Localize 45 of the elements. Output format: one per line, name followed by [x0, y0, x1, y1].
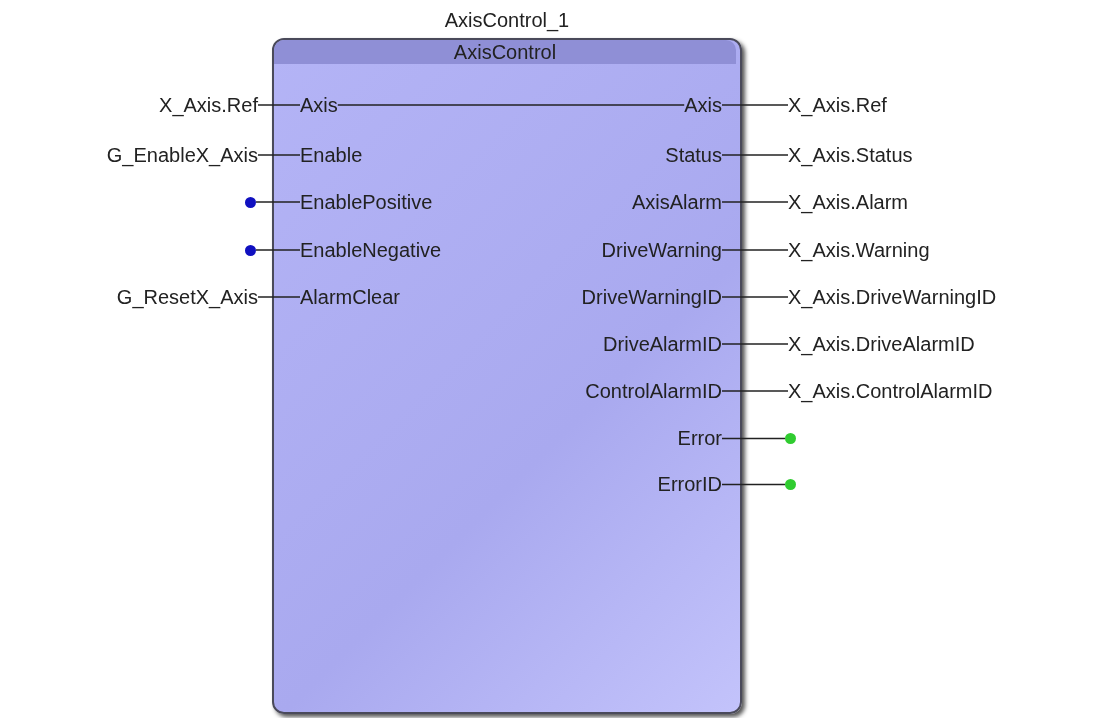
variable-name: G_ResetX_Axis [116, 285, 258, 309]
pin-label: ErrorID [657, 472, 722, 496]
connector-line [721, 249, 789, 251]
pin-label: Axis [300, 93, 338, 117]
variable-name: G_EnableX_Axis [106, 143, 258, 167]
connection-dot [785, 433, 796, 444]
connection-dot [785, 479, 796, 490]
connector-line [255, 249, 301, 251]
connector-line [721, 201, 789, 203]
pin-label: EnablePositive [300, 190, 433, 214]
variable-name: X_Axis.Status [788, 143, 913, 167]
variable-name: X_Axis.DriveWarningID [788, 285, 997, 309]
connector-line [721, 154, 789, 156]
pin-label: DriveWarningID [581, 285, 722, 309]
connection-dot [245, 197, 256, 208]
connector-line [257, 104, 301, 106]
connector-line [257, 154, 301, 156]
pin-label: DriveAlarmID [603, 332, 722, 356]
connector-line [721, 483, 786, 486]
connection-dot [245, 245, 256, 256]
connector-line [721, 390, 789, 392]
connector-line [721, 104, 789, 106]
pin-label: AxisAlarm [632, 190, 722, 214]
pin-label: ControlAlarmID [585, 379, 722, 403]
pin-label: Status [665, 143, 722, 167]
variable-name: X_Axis.Ref [788, 93, 887, 117]
variable-name: X_Axis.ControlAlarmID [788, 379, 993, 403]
connector-line [721, 343, 789, 345]
connector-line [721, 437, 786, 440]
connector-line [721, 296, 789, 298]
variable-name: X_Axis.DriveAlarmID [788, 332, 975, 356]
variable-name: X_Axis.Warning [788, 238, 930, 262]
variable-name: X_Axis.Alarm [788, 190, 909, 214]
connector-line [257, 296, 301, 298]
pin-label: Axis [684, 93, 722, 117]
pin-label: AlarmClear [300, 285, 401, 309]
variable-name: X_Axis.Ref [159, 93, 258, 117]
connector-line [337, 104, 685, 106]
pin-label: EnableNegative [300, 238, 442, 262]
pin-label: DriveWarning [601, 238, 722, 262]
connector-line [255, 201, 301, 203]
pin-label: Error [677, 426, 722, 450]
pin-label: Enable [300, 143, 363, 167]
block-header: AxisControl [274, 40, 736, 64]
instance-name: AxisControl_1 [443, 8, 571, 32]
